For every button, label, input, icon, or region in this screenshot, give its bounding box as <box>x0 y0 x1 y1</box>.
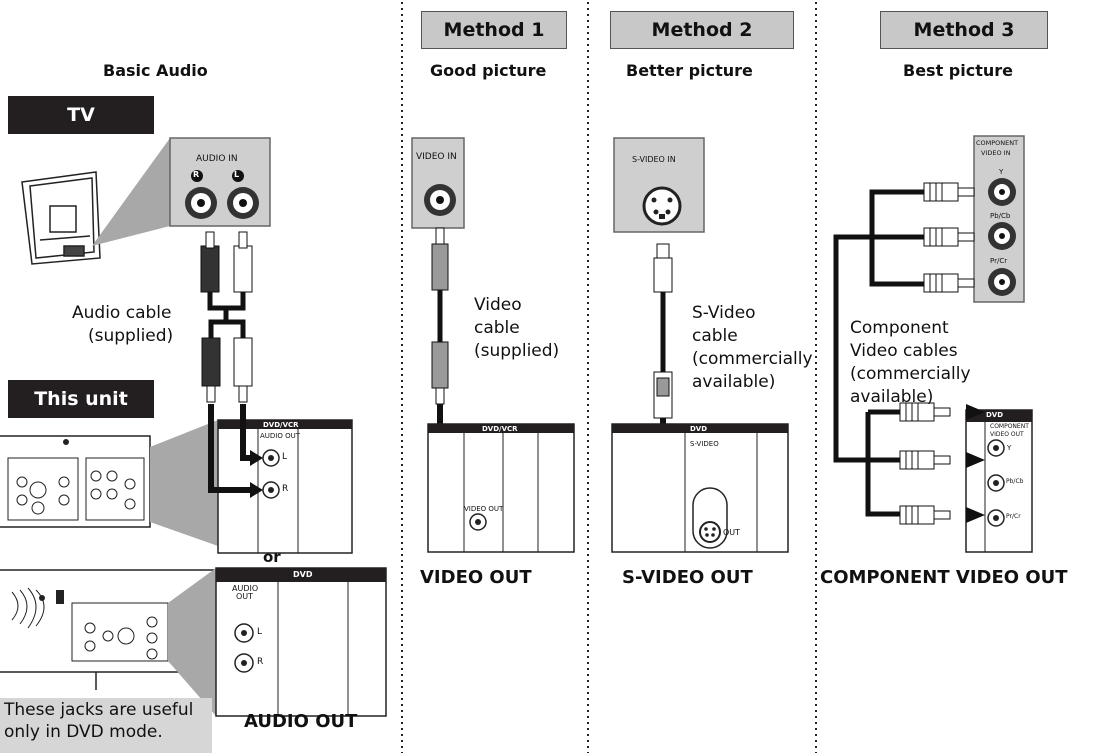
m3-component-plugs-top <box>923 182 975 293</box>
m1-cable-line-1: Video <box>474 295 522 315</box>
note-line-1: These jacks are useful <box>4 700 194 720</box>
audio-connection-arrows <box>208 404 252 493</box>
jack-l-label: L <box>282 452 288 462</box>
m3-component-plugs-bottom <box>899 402 951 525</box>
m3-cable-line-4: available) <box>850 387 934 407</box>
m1-video-in-label: VIDEO IN <box>416 152 457 162</box>
m3-dvd-tag: DVD <box>986 411 1004 419</box>
tv-illustration <box>21 171 101 265</box>
audio-cable-label-2: (supplied) <box>88 326 174 346</box>
m3-component-label-2: VIDEO IN <box>981 149 1011 157</box>
basic-audio-heading: Basic Audio <box>103 61 208 80</box>
m2-svideo-in-label: S-VIDEO IN <box>632 155 676 164</box>
dvd-audio-out-panel <box>215 567 387 717</box>
method-1-title: Method 1 <box>421 11 567 49</box>
unit-back-panel-1 <box>0 435 151 528</box>
m3-component-in-panel <box>973 135 1025 303</box>
tv-l-letter: L <box>234 170 240 179</box>
dvdvcr-tag-left: DVD/VCR <box>263 421 299 429</box>
m3-out-y-label: Y <box>1007 444 1012 452</box>
audio-out-dvd-1: AUDIO <box>232 584 259 593</box>
m3-unit-sub-2: VIDEO OUT <box>990 431 1024 438</box>
audio-out-bottom-label: AUDIO OUT <box>244 711 358 732</box>
m3-bottom-label: COMPONENT VIDEO OUT <box>820 567 1068 588</box>
m3-unit-sub-1: COMPONENT <box>990 423 1029 430</box>
m1-cable-line-2: cable <box>474 318 520 338</box>
method-3-subtitle: Best picture <box>903 61 1013 80</box>
m2-cable-line-1: S-Video <box>692 303 756 323</box>
m2-cable-line-2: cable <box>692 326 738 346</box>
m3-in-pr-label: Pr/Cr <box>990 257 1008 265</box>
tv-zoom-cone <box>92 138 170 246</box>
m3-out-pb-label: Pb/Cb <box>1006 478 1024 485</box>
unit-zoom-cone-2 <box>168 568 216 716</box>
audio-out-small-label: AUDIO OUT <box>260 432 301 440</box>
m3-in-pb-label: Pb/Cb <box>990 212 1011 220</box>
m1-video-in-panel <box>411 137 465 229</box>
m3-cable-line-2: Video cables <box>850 341 958 361</box>
column-dividers <box>401 2 817 753</box>
jack-r2-label: R <box>257 657 264 667</box>
tv-label: TV <box>8 96 154 134</box>
m1-video-out-jack-label: VIDEO OUT <box>464 505 504 513</box>
m1-cable-line-3: (supplied) <box>474 341 560 361</box>
m2-svideo-sub-label: S-VIDEO <box>690 440 719 448</box>
or-label: or <box>263 548 281 566</box>
m2-svideo-in-panel <box>613 137 705 233</box>
m1-dvdvcr-panel <box>427 423 575 553</box>
tv-audio-in-label: AUDIO IN <box>196 154 238 164</box>
note-line-2: only in DVD mode. <box>4 722 163 743</box>
method-2-subtitle: Better picture <box>626 61 753 80</box>
dvd-mode-note: These jacks are useful only in DVD mode. <box>0 698 212 753</box>
audio-out-dvd-2: OUT <box>236 592 254 601</box>
m1-bottom-label: VIDEO OUT <box>420 567 532 588</box>
method-1-subtitle: Good picture <box>430 61 547 80</box>
m2-cable-line-3: (commercially <box>692 349 813 369</box>
jack-r-label: R <box>282 484 289 494</box>
tv-r-letter: R <box>193 170 200 179</box>
unit-back-panel-2 <box>0 569 215 690</box>
method-2-title: Method 2 <box>610 11 794 49</box>
audio-cable-label-1: Audio cable <box>72 303 172 323</box>
dvd-tag-left: DVD <box>293 570 313 579</box>
this-unit-label: This unit <box>8 380 154 418</box>
m2-out-jack-label: OUT <box>723 528 741 537</box>
m3-cable-line-1: Component <box>850 318 949 338</box>
m3-in-y-label: Y <box>999 168 1004 176</box>
jack-l2-label: L <box>257 627 263 637</box>
m1-dvdvcr-tag: DVD/VCR <box>482 425 518 433</box>
m2-dvd-tag: DVD <box>690 425 708 433</box>
m2-bottom-label: S-VIDEO OUT <box>622 567 753 588</box>
m2-dvd-panel <box>611 423 789 553</box>
m3-out-pr-label: Pr/Cr <box>1006 513 1021 520</box>
m2-cable-line-4: available) <box>692 372 776 392</box>
m3-component-label-1: COMPONENT <box>976 139 1019 147</box>
unit-zoom-cone-1 <box>150 420 218 546</box>
m3-cable-line-3: (commercially <box>850 364 971 384</box>
tv-audio-in-panel <box>169 137 271 227</box>
arrow-heads-audio <box>250 450 263 498</box>
method-3-title: Method 3 <box>880 11 1048 49</box>
audio-cable <box>200 231 253 403</box>
m3-dvd-panel <box>965 404 1033 553</box>
m3-component-cables <box>833 189 924 517</box>
